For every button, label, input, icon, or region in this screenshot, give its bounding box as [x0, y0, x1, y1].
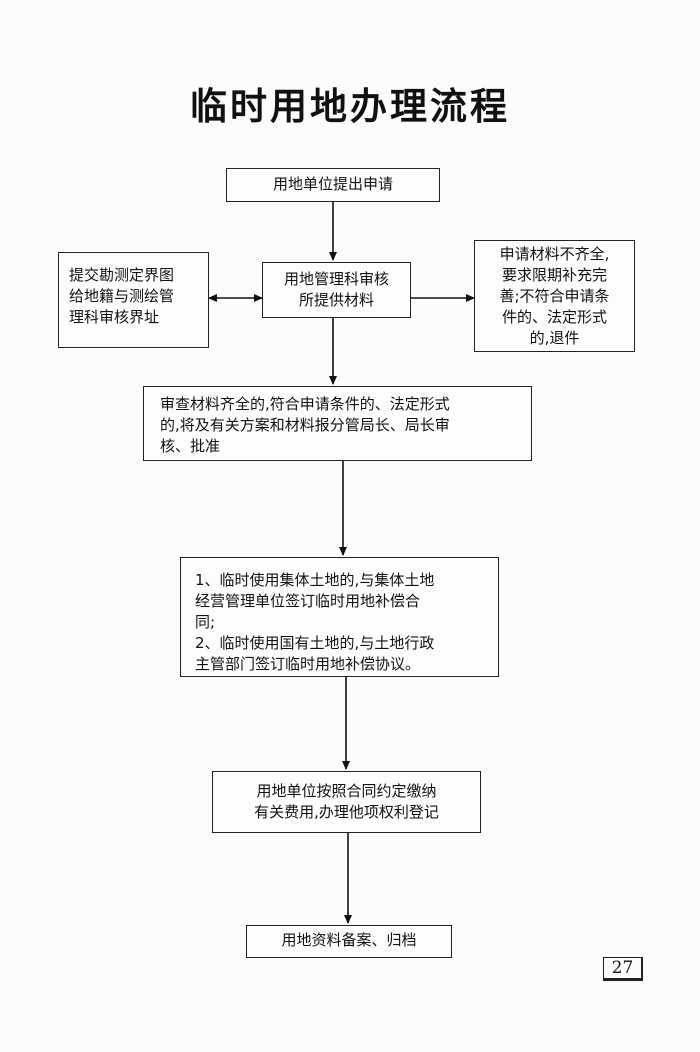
step-survey-text: 提交勘测定界图 给地籍与测绘管 理科审核界址 — [69, 266, 175, 326]
step-fees-text: 用地单位按照合同约定缴纳 有关费用,办理他项权利登记 — [254, 782, 439, 821]
step-review-box: 用地管理科审核 所提供材料 — [262, 262, 411, 318]
step-archive-text: 用地资料备案、归档 — [281, 931, 417, 949]
step-contract-box: 1、临时使用集体土地的,与集体土地 经营管理单位签订临时用地补偿合 同; 2、临… — [180, 557, 499, 677]
page-number: 27 — [603, 957, 643, 981]
step-apply-box: 用地单位提出申请 — [226, 168, 440, 202]
step-review-text: 用地管理科审核 所提供材料 — [283, 270, 389, 309]
step-approve-text: 审查材料齐全的,符合申请条件的、法定形式 的,将及有关方案和材料报分管局长、局长… — [160, 395, 450, 455]
step-contract-text: 1、临时使用集体土地的,与集体土地 经营管理单位签订临时用地补偿合 同; 2、临… — [195, 571, 435, 673]
step-archive-box: 用地资料备案、归档 — [246, 925, 452, 958]
step-incomplete-text: 申请材料不齐全, 要求限期补充完 善;不符合申请条 件的、法定形式 的,退件 — [499, 245, 610, 347]
step-fees-box: 用地单位按照合同约定缴纳 有关费用,办理他项权利登记 — [212, 771, 481, 833]
step-survey-box: 提交勘测定界图 给地籍与测绘管 理科审核界址 — [58, 252, 209, 348]
step-approve-box: 审查材料齐全的,符合申请条件的、法定形式 的,将及有关方案和材料报分管局长、局长… — [143, 386, 532, 461]
page-title: 临时用地办理流程 — [190, 85, 510, 128]
step-incomplete-box: 申请材料不齐全, 要求限期补充完 善;不符合申请条 件的、法定形式 的,退件 — [474, 240, 635, 352]
step-apply-text: 用地单位提出申请 — [272, 175, 393, 193]
